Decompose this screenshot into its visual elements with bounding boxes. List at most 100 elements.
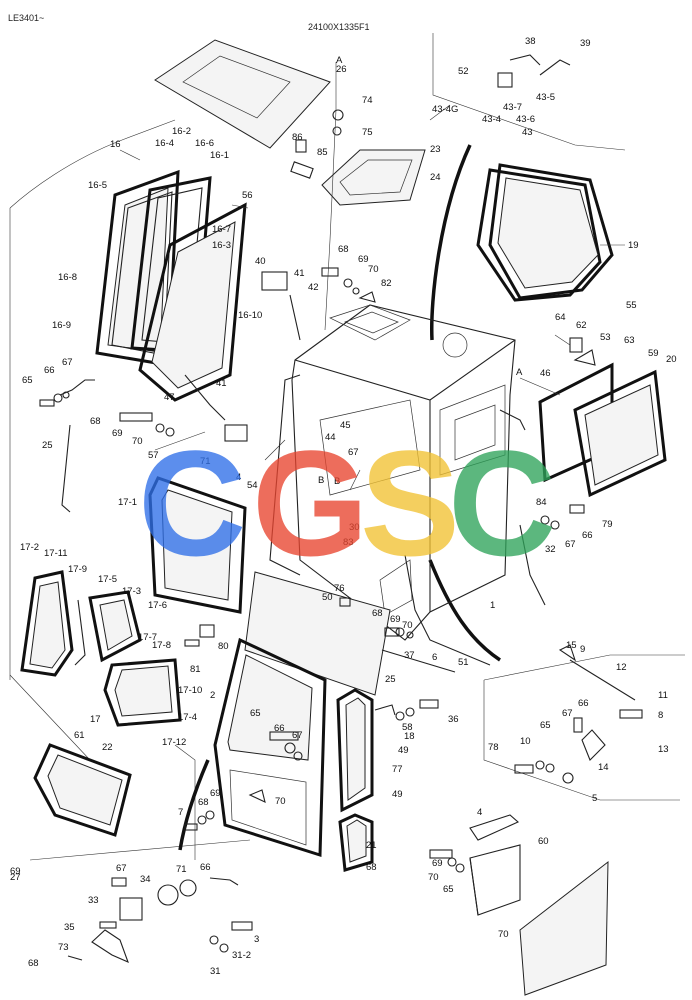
- callout-label: 42: [308, 282, 319, 293]
- callout-label: 35: [64, 922, 75, 933]
- callout-label: 65: [540, 720, 551, 731]
- callout-label: 66: [200, 862, 211, 873]
- region-line-br-2: [483, 680, 680, 801]
- small-window-21: [338, 813, 374, 872]
- callout-label: 55: [626, 300, 637, 311]
- callout-label: 14: [598, 762, 609, 773]
- watermark-letter-4: C: [448, 419, 556, 587]
- callout-label: 65: [443, 884, 454, 895]
- callout-label: 17-6: [148, 600, 167, 611]
- callout-label: 27: [10, 872, 21, 883]
- callout-label: 23: [430, 144, 441, 155]
- callout-label: 74: [362, 95, 373, 106]
- callout-label: 17-1: [118, 497, 137, 508]
- callout-label: 83: [343, 537, 354, 548]
- callout-label: 63: [624, 335, 635, 346]
- watermark-letter-1: C: [138, 419, 246, 587]
- callout-label: 16-4: [155, 138, 174, 149]
- callout-label: 78: [488, 742, 499, 753]
- callout-label: 36: [448, 714, 459, 725]
- callout-label: 43-4: [482, 114, 501, 125]
- callout-label: 16-3: [212, 240, 231, 251]
- region-line-mid: [174, 744, 196, 860]
- callout-label: 10: [520, 736, 531, 747]
- callout-label: 80: [218, 641, 229, 652]
- callout-label: 16-6: [195, 138, 214, 149]
- callout-label: 54: [247, 480, 258, 491]
- callout-label: 38: [525, 36, 536, 47]
- region-line-lower-left: [9, 674, 91, 761]
- callout-label: 17-9: [68, 564, 87, 575]
- callout-label: 84: [536, 497, 547, 508]
- callout-label: 61: [74, 730, 85, 741]
- callout-label: 68: [198, 797, 209, 808]
- callout-label: 19: [628, 240, 639, 251]
- callout-label: 68: [338, 244, 349, 255]
- roof-panel: [154, 39, 331, 149]
- callout-label: 4: [236, 472, 241, 483]
- callout-label: 59: [648, 348, 659, 359]
- callout-label: 70: [402, 620, 413, 631]
- callout-label: 41: [294, 268, 305, 279]
- callout-label: 33: [88, 895, 99, 906]
- callout-label: 43-4G: [432, 104, 458, 115]
- callout-label: 60: [538, 836, 549, 847]
- callout-label: 16-7: [212, 224, 231, 235]
- callout-label: 53: [600, 332, 611, 343]
- callout-label: 65: [250, 708, 261, 719]
- watermark: C G S C: [138, 419, 556, 587]
- door-sash-18: [336, 688, 374, 813]
- callout-label: 71: [200, 456, 211, 467]
- callout-label: 73: [58, 942, 69, 953]
- callout-label: 82: [381, 278, 392, 289]
- corner-window-17-2: [20, 570, 74, 677]
- region-line-top-right: [432, 33, 626, 151]
- region-line-top-left: [9, 119, 176, 209]
- callout-label: 43-7: [503, 102, 522, 113]
- rod-6: [381, 649, 456, 673]
- callout-label: 67: [562, 708, 573, 719]
- callout-label: 17-4: [178, 712, 197, 723]
- callout-label: 34: [140, 874, 151, 885]
- callout-label: 43-5: [536, 92, 555, 103]
- callout-label: 85: [317, 147, 328, 158]
- callout-label: 49: [398, 745, 409, 756]
- callout-label: 64: [555, 312, 566, 323]
- callout-label: 16-8: [58, 272, 77, 283]
- callout-label: 67: [292, 730, 303, 741]
- callout-label: 69: [390, 614, 401, 625]
- callout-label: 68: [366, 862, 377, 873]
- callout-label: 58: [402, 722, 413, 733]
- callout-label: 13: [658, 744, 669, 755]
- callout-label: 66: [274, 723, 285, 734]
- rods: [59, 374, 636, 701]
- callout-label: 26: [336, 64, 347, 75]
- callout-label: 71: [176, 864, 187, 875]
- callout-label: 69: [210, 788, 221, 799]
- cab-body: [269, 304, 516, 641]
- callout-label: 17-11: [44, 548, 68, 559]
- callout-label: 46: [540, 368, 551, 379]
- callout-label: 25: [42, 440, 53, 451]
- drawing-number-label: 24100X1335F1: [308, 22, 370, 32]
- callout-label: 16-1: [210, 150, 229, 161]
- callout-label: 3: [254, 934, 259, 945]
- callout-label: 12: [616, 662, 627, 673]
- callout-label: 69: [358, 254, 369, 265]
- callout-label: 20: [666, 354, 677, 365]
- bracket-4: [469, 814, 521, 916]
- callout-label: 66: [44, 365, 55, 376]
- callout-label: 70: [368, 264, 379, 275]
- callout-label: A: [336, 55, 343, 66]
- callout-label: 45: [340, 420, 351, 431]
- callout-label: 6: [432, 652, 437, 663]
- callout-label: 67: [348, 447, 359, 458]
- callout-label: 17-2: [20, 542, 39, 553]
- window-56: [138, 202, 247, 402]
- callout-label: 44: [325, 432, 336, 443]
- callout-label: 7: [178, 807, 183, 818]
- callout-label: 86: [292, 132, 303, 143]
- callout-label: 67: [62, 357, 73, 368]
